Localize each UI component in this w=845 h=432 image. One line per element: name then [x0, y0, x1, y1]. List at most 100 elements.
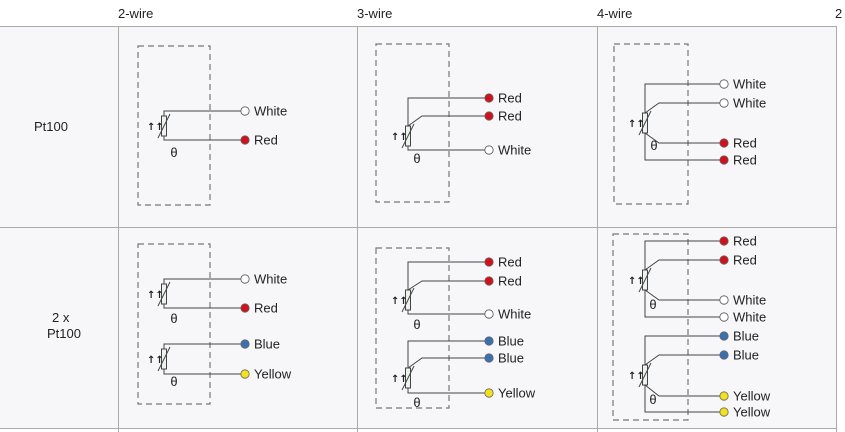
wire-line — [407, 280, 485, 291]
wire-terminal-icon — [719, 98, 729, 108]
wire-color-label: White — [733, 77, 766, 92]
row-label-2x: 2 x — [52, 310, 70, 325]
temperature-arrows-icon: ↑↑ — [391, 296, 408, 307]
wire-line — [163, 304, 241, 309]
theta-symbol: θ — [650, 138, 657, 153]
wire-terminal-icon — [719, 295, 729, 305]
wire-line — [407, 357, 485, 369]
wire-line — [407, 261, 485, 290]
temperature-arrows-icon: ↑↑ — [628, 276, 645, 287]
wire-color-label: White — [733, 293, 766, 308]
wire-color-label: Yellow — [733, 389, 771, 404]
wire-color-label: Blue — [733, 329, 759, 344]
wire-terminal-icon — [240, 106, 250, 116]
wire-line — [163, 136, 241, 141]
theta-symbol: θ — [413, 317, 420, 332]
variable-resistance-slash-icon — [157, 346, 171, 372]
wire-color-label: White — [498, 307, 531, 322]
variable-resistance-slash-icon — [157, 113, 171, 139]
row-label-pt100: Pt100 — [34, 119, 68, 134]
theta-symbol: θ — [170, 311, 177, 326]
variable-resistance-slash-icon — [638, 362, 652, 388]
theta-symbol: θ — [649, 392, 656, 407]
wire-terminal-icon — [719, 407, 729, 417]
column-header-3-wire: 3-wire — [357, 6, 393, 21]
wire-line — [644, 83, 720, 113]
wire-terminal-icon — [719, 79, 729, 89]
wire-color-label: White — [254, 104, 287, 119]
wire-color-label: Yellow — [733, 405, 771, 420]
wire-color-label: White — [733, 96, 766, 111]
wire-line — [644, 240, 720, 270]
wire-terminal-icon — [484, 353, 494, 363]
wire-line — [163, 278, 241, 284]
column-header-4-wire: 4-wire — [597, 6, 633, 21]
wire-color-label: Red — [733, 153, 757, 168]
theta-symbol: θ — [649, 297, 656, 312]
wire-color-label: Blue — [254, 337, 280, 352]
wire-terminal-icon — [484, 111, 494, 121]
wiring-diagram: RedRedWhiteWhite↑↑θBlueBlueYellowYellow↑… — [612, 233, 771, 421]
wire-line — [163, 343, 241, 349]
wire-line — [407, 146, 485, 151]
wire-terminal-icon — [484, 336, 494, 346]
temperature-arrows-icon: ↑↑ — [628, 119, 645, 130]
sensor-housing-dashed-box — [137, 243, 211, 405]
theta-symbol: θ — [413, 395, 420, 410]
wire-terminal-icon — [240, 135, 250, 145]
variable-resistance-slash-icon — [401, 365, 415, 391]
wire-line — [644, 132, 720, 144]
wire-line — [644, 133, 720, 161]
wire-terminal-icon — [240, 274, 250, 284]
wire-terminal-icon — [719, 138, 729, 148]
wire-color-label: Red — [254, 133, 278, 148]
wire-color-label: Red — [498, 274, 522, 289]
wire-color-label: White — [498, 143, 531, 158]
wire-color-label: Blue — [733, 348, 759, 363]
wire-terminal-icon — [484, 309, 494, 319]
wire-line — [407, 310, 485, 315]
wire-terminal-icon — [484, 93, 494, 103]
wire-terminal-icon — [719, 155, 729, 165]
temperature-arrows-icon: ↑↑ — [391, 132, 408, 143]
wire-terminal-icon — [240, 339, 250, 349]
variable-resistance-slash-icon — [638, 110, 652, 136]
variable-resistance-slash-icon — [401, 287, 415, 313]
wire-color-label: Red — [254, 301, 278, 316]
wire-line — [644, 259, 720, 271]
wire-color-label: Red — [498, 91, 522, 106]
wire-line — [163, 369, 241, 375]
theta-symbol: θ — [170, 145, 177, 160]
wire-terminal-icon — [719, 255, 729, 265]
wire-line — [644, 385, 720, 413]
temperature-arrows-icon: ↑↑ — [628, 371, 645, 382]
variable-resistance-slash-icon — [638, 267, 652, 293]
sensor-housing-dashed-box — [137, 45, 211, 206]
sensor-housing-dashed-box — [613, 43, 689, 205]
wire-terminal-icon — [719, 236, 729, 246]
wire-color-label: Red — [498, 109, 522, 124]
wire-line — [407, 97, 485, 126]
grid-lines — [0, 26, 837, 432]
wire-color-label: Red — [733, 234, 757, 249]
wire-color-label: Red — [733, 136, 757, 151]
column-header-cut-off: 2 — [835, 6, 843, 21]
wire-color-label: White — [254, 272, 287, 287]
wire-terminal-icon — [719, 331, 729, 341]
wire-color-label: Yellow — [498, 386, 536, 401]
wire-color-label: Red — [498, 255, 522, 270]
wire-color-label: Blue — [498, 334, 524, 349]
column-header-2-wire: 2-wire — [118, 6, 154, 21]
wire-terminal-icon — [240, 369, 250, 379]
wire-color-label: Blue — [498, 351, 524, 366]
temperature-arrows-icon: ↑↑ — [147, 355, 164, 366]
sensor-housing-dashed-box — [375, 247, 450, 409]
wire-color-label: Yellow — [254, 367, 292, 382]
